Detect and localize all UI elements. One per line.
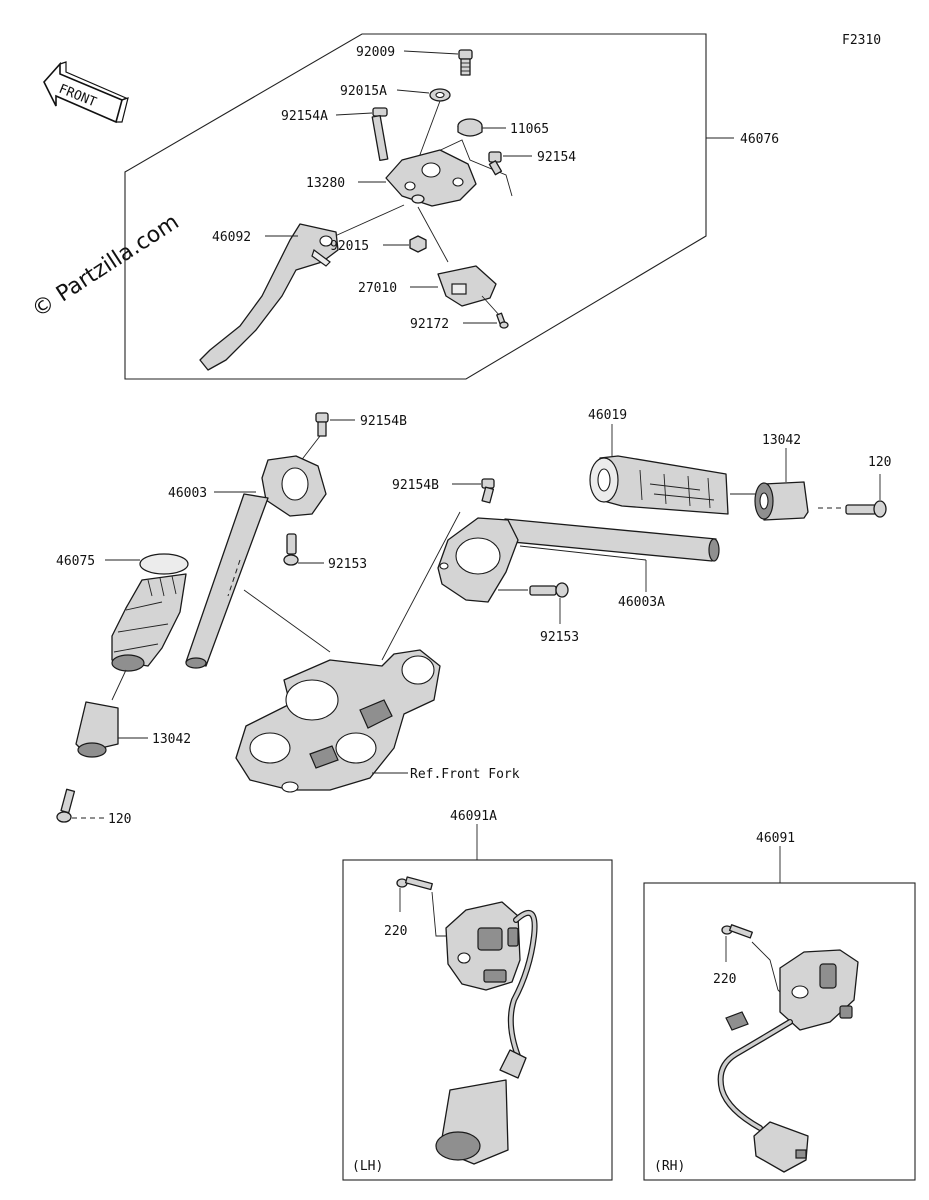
bolt-92154 [488, 151, 503, 176]
label-46091A: 46091A [450, 809, 497, 824]
bolt-92153-left [283, 533, 299, 566]
label-92172: 92172 [410, 317, 449, 332]
weight-13042-left [75, 701, 119, 758]
label-92154B-left: 92154B [360, 414, 407, 429]
label-92153-left: 92153 [328, 557, 367, 572]
front-arrow-icon: FRONT [43, 61, 129, 124]
label-92154B-right: 92154B [392, 478, 439, 493]
label-46075: 46075 [56, 554, 95, 569]
screw-220-right [721, 924, 753, 939]
label-120-left: 120 [108, 812, 131, 827]
switch-27010 [437, 265, 497, 307]
label-rh: (RH) [654, 1159, 685, 1174]
lh-switch-frame [342, 859, 613, 1181]
label-92154: 92154 [537, 150, 576, 165]
bolt-120-right [845, 500, 887, 518]
holder-13280 [385, 149, 477, 207]
bolt-92154B-right [481, 478, 495, 504]
label-92154A: 92154A [281, 109, 328, 124]
screw-92172 [496, 312, 509, 329]
switch-housing-lh [435, 901, 538, 1165]
label-92015A: 92015A [340, 84, 387, 99]
rh-switch-frame [643, 882, 916, 1181]
label-27010: 27010 [358, 281, 397, 296]
lever-46092 [199, 223, 339, 371]
label-46019: 46019 [588, 408, 627, 423]
watermark: © Partzilla.com [28, 210, 184, 323]
bolt-92153-right [529, 582, 569, 598]
label-220-right: 220 [713, 972, 736, 987]
cap-11065 [457, 118, 483, 137]
label-lh: (LH) [352, 1159, 383, 1174]
label-ref-front-fork: Ref.Front Fork [410, 767, 520, 782]
bolt-120-left [56, 788, 76, 823]
figure-code: F2310 [842, 33, 881, 48]
bolt-92154A [371, 107, 389, 162]
label-13280: 13280 [306, 176, 345, 191]
bolt-92154B-left [315, 412, 329, 437]
label-92015: 92015 [330, 239, 369, 254]
label-46076: 46076 [740, 132, 779, 147]
label-92153-right: 92153 [540, 630, 579, 645]
label-13042-left: 13042 [152, 732, 191, 747]
switch-housing-rh [717, 949, 859, 1173]
label-46091: 46091 [756, 831, 795, 846]
handlebar-46003 [185, 455, 327, 669]
front-fork-bracket [235, 649, 441, 793]
label-120-right: 120 [868, 455, 891, 470]
grip-46019 [589, 455, 729, 515]
handlebar-46003A [437, 517, 720, 603]
label-92009: 92009 [356, 45, 395, 60]
bolt-92009 [458, 49, 473, 76]
label-46092: 46092 [212, 230, 251, 245]
screw-220-left [396, 876, 433, 891]
label-11065: 11065 [510, 122, 549, 137]
washer-92015A [429, 88, 451, 102]
lever-assembly-frame [124, 33, 707, 380]
label-46003: 46003 [168, 486, 207, 501]
grip-46075 [111, 553, 189, 672]
label-13042-right: 13042 [762, 433, 801, 448]
weight-13042-right [754, 481, 809, 521]
label-46003A: 46003A [618, 595, 665, 610]
label-220-left: 220 [384, 924, 407, 939]
nut-92015 [409, 235, 427, 253]
